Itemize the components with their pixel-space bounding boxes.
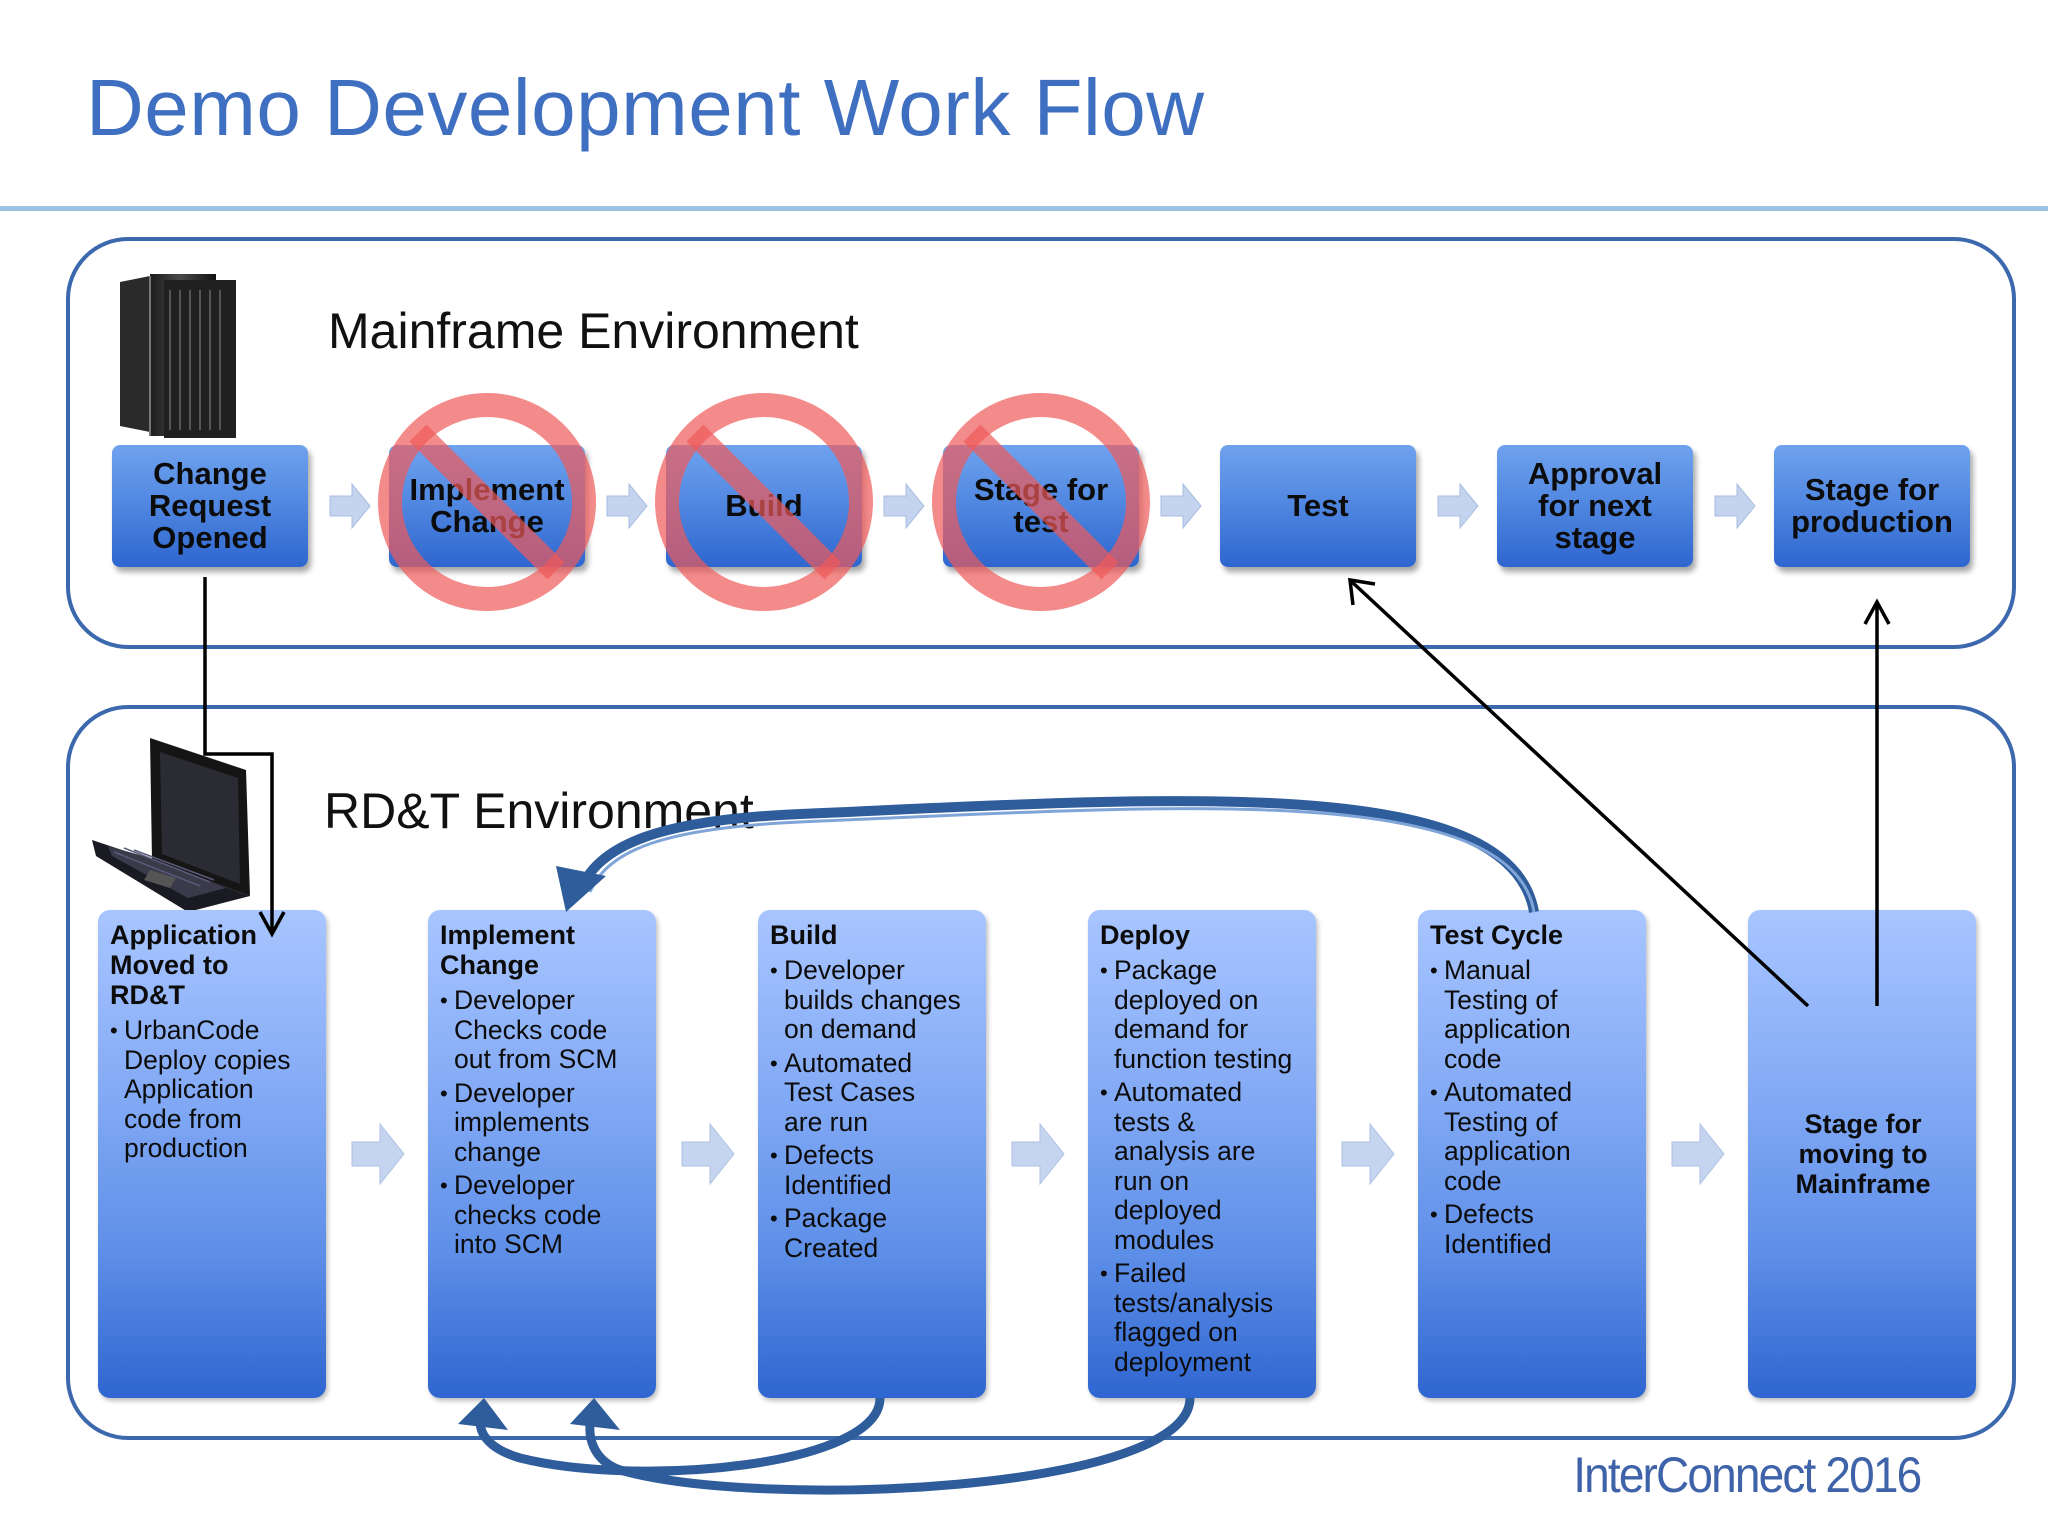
- mainframe-environment-panel: [66, 237, 2016, 649]
- conference-footer: InterConnect 2016: [1572, 1447, 1922, 1503]
- title-divider: [0, 206, 2048, 211]
- page-title: Demo Development Work Flow: [86, 63, 1205, 152]
- mainframe-step-build: Build: [666, 445, 862, 567]
- mainframe-environment-label: Mainframe Environment: [328, 303, 859, 359]
- mainframe-step-test: Test: [1220, 445, 1416, 567]
- rdt-environment-label: RD&T Environment: [324, 783, 754, 839]
